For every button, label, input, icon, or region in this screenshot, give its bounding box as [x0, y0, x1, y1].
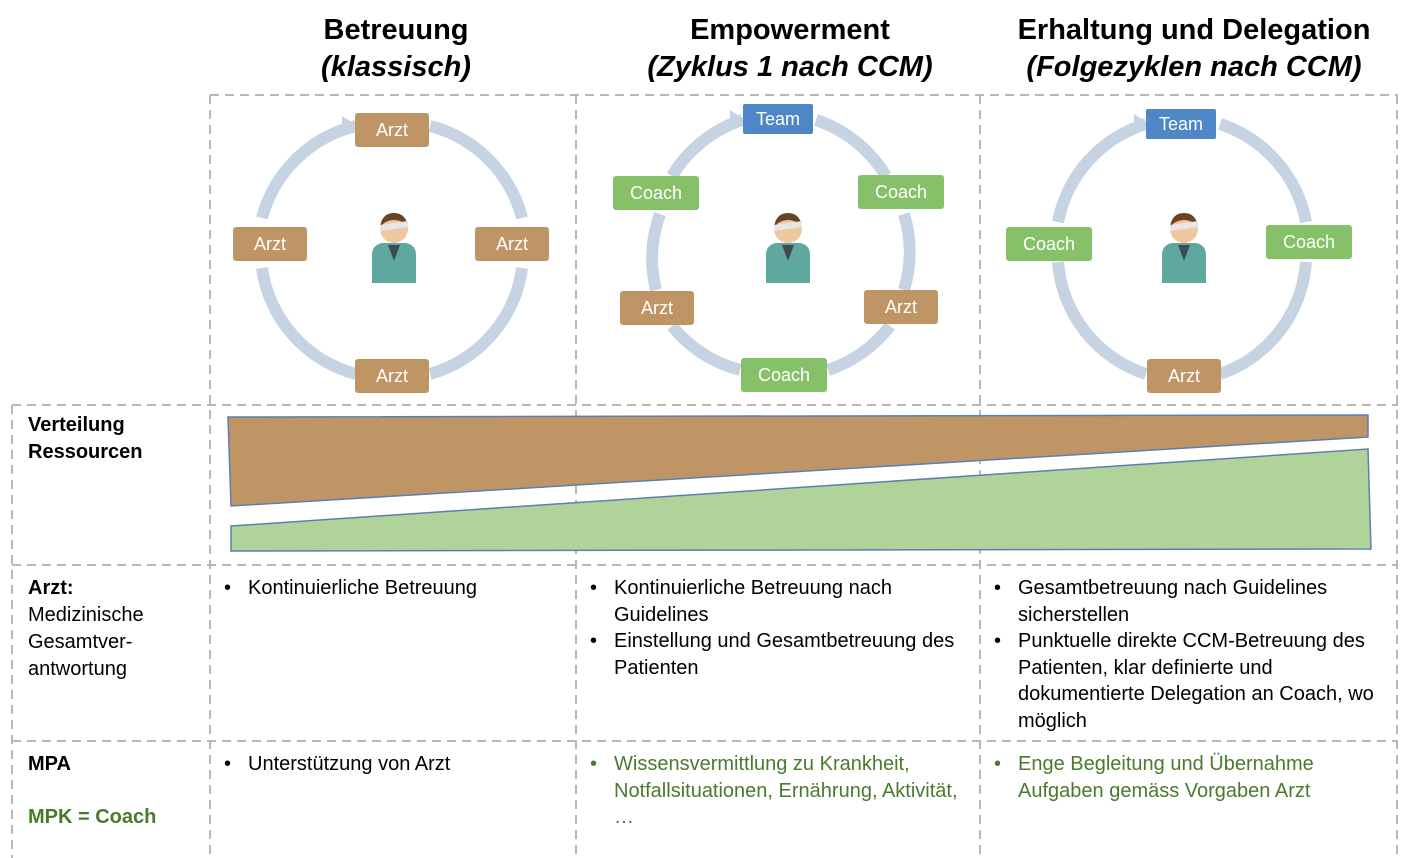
cycle-node-arzt: Arzt — [355, 113, 429, 147]
cycle-arrow-ring — [1052, 114, 1312, 380]
column-subtitle: (klassisch) — [321, 51, 471, 83]
cycle-arrow-ring — [256, 116, 528, 380]
list-item: Einstellung und Gesamtbetreuung des Pati… — [578, 628, 976, 681]
mpa-tasks-empowerment: Wissensvermittlung zu Krankheit, Notfall… — [578, 751, 968, 831]
row-label-line: antwortung — [28, 658, 127, 680]
column-title: Erhaltung und Delegation — [1017, 14, 1371, 46]
resource-wedge-coach — [230, 448, 1372, 552]
patient-icon — [766, 213, 810, 283]
cycle-node-coach: Coach — [613, 176, 699, 210]
row-label-arzt: Arzt: Medizinische Gesamtver- antwortung — [28, 575, 144, 683]
list-item: Wissensvermittlung zu Krankheit, Notfall… — [578, 751, 968, 831]
list-item: Unterstützung von Arzt — [212, 751, 572, 778]
column-title: Empowerment — [690, 14, 890, 46]
cycle-node-team: Team — [1146, 109, 1216, 139]
row-label-verteilung-ressourcen: Verteilung Ressourcen — [28, 412, 143, 466]
cycle-node-arzt: Arzt — [1147, 359, 1221, 393]
cycle-node-arzt: Arzt — [864, 290, 938, 324]
cycle-node-arzt: Arzt — [233, 227, 307, 261]
mpa-tasks-erhaltung: Enge Begleitung und Übernahme Aufgaben g… — [982, 751, 1382, 804]
list-item: Enge Begleitung und Übernahme Aufgaben g… — [982, 751, 1382, 804]
patient-icon — [1162, 213, 1206, 283]
cycle-node-team: Team — [743, 104, 813, 134]
resource-wedge-arzt — [227, 414, 1369, 507]
row-label-mpk-coach: MPK = Coach — [28, 806, 157, 828]
column-subtitle: (Zyklus 1 nach CCM) — [647, 51, 933, 83]
row-label-mpa: MPA — [28, 753, 71, 775]
column-header-empowerment: Empowerment (Zyklus 1 nach CCM) — [600, 12, 980, 86]
row-label-line: Medizinische — [28, 604, 144, 626]
arzt-tasks-betreuung: Kontinuierliche Betreuung — [212, 575, 572, 602]
column-subtitle: (Folgezyklen nach CCM) — [1026, 51, 1362, 83]
list-item: Kontinuierliche Betreuung nach Guideline… — [578, 575, 976, 628]
cycle-node-coach: Coach — [741, 358, 827, 392]
list-item: Punktuelle direkte CCM-Betreuung des Pat… — [982, 628, 1382, 734]
row-label-line: Gesamtver- — [28, 631, 133, 653]
list-item: Kontinuierliche Betreuung — [212, 575, 572, 602]
arzt-tasks-empowerment: Kontinuierliche Betreuung nach Guideline… — [578, 575, 976, 681]
column-header-erhaltung: Erhaltung und Delegation (Folgezyklen na… — [988, 12, 1400, 86]
cycle-node-coach: Coach — [1266, 225, 1352, 259]
cycle-node-arzt: Arzt — [620, 291, 694, 325]
cycle-arrow-ring — [646, 110, 916, 376]
cycle-node-coach: Coach — [1006, 227, 1092, 261]
arzt-tasks-erhaltung: Gesamtbetreuung nach Guidelines sicherst… — [982, 575, 1382, 735]
cycle-node-coach: Coach — [858, 175, 944, 209]
cycle-node-arzt: Arzt — [355, 359, 429, 393]
row-label-line: Ressourcen — [28, 441, 143, 463]
patient-icon — [372, 213, 416, 283]
column-header-betreuung: Betreuung (klassisch) — [236, 12, 556, 86]
mpa-tasks-betreuung: Unterstützung von Arzt — [212, 751, 572, 778]
row-label-line: Verteilung — [28, 414, 125, 436]
cycle-node-arzt: Arzt — [475, 227, 549, 261]
resource-distribution-wedges — [227, 414, 1372, 552]
list-item: Gesamtbetreuung nach Guidelines sicherst… — [982, 575, 1382, 628]
row-label-title: Arzt: — [28, 577, 74, 599]
column-title: Betreuung — [323, 14, 469, 46]
